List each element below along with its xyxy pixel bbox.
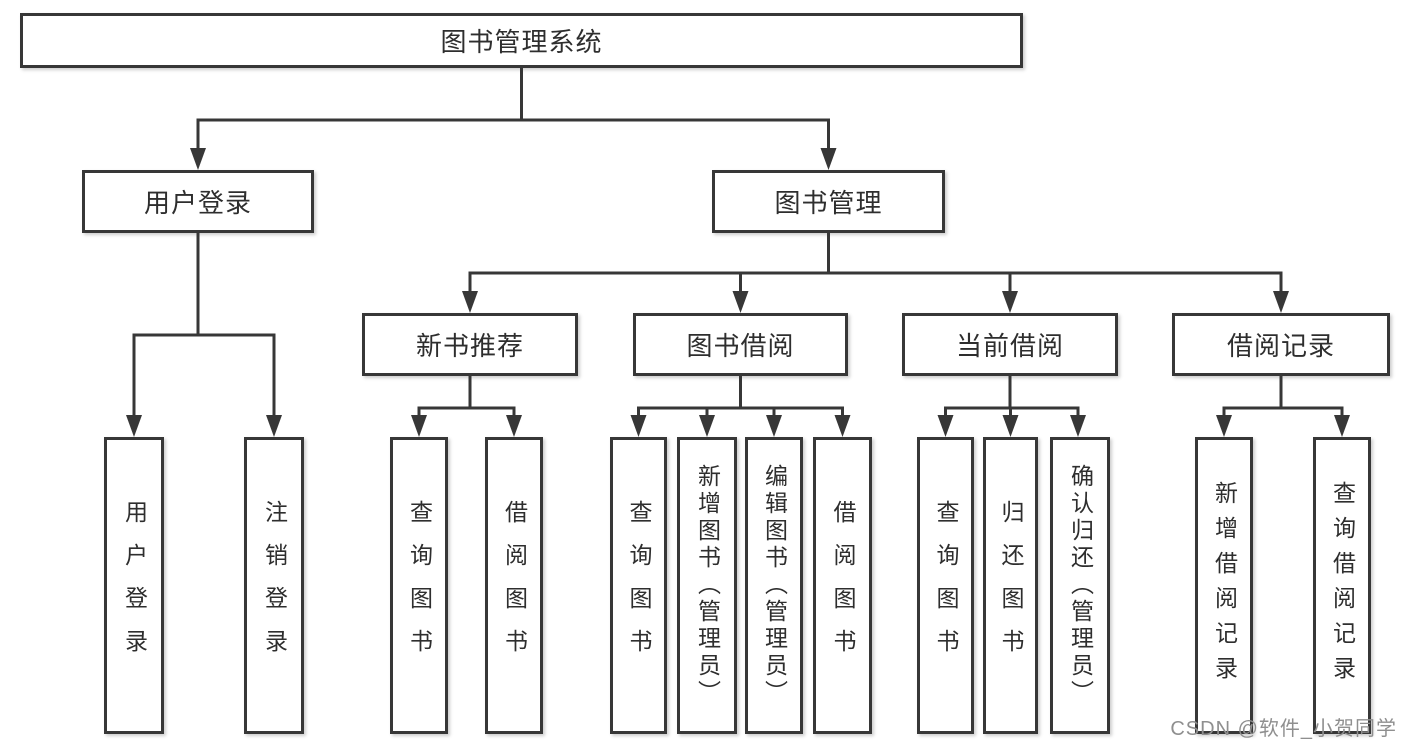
arrowhead-icon bbox=[266, 415, 282, 437]
node-user-login: 用户登录 bbox=[82, 170, 314, 233]
node-book-mgmt: 图书管理 bbox=[712, 170, 945, 233]
leaf-borrow-books-label: 借阅图书 bbox=[830, 499, 856, 672]
connector-new-books-to-leaves bbox=[411, 374, 522, 437]
connector-user-login-to-leaves bbox=[126, 231, 282, 437]
leaf-borrow-books: 借阅图书 bbox=[813, 437, 872, 734]
arrowhead-icon bbox=[411, 415, 427, 437]
leaf-edit-book-admin-label: 编辑图书（管理员） bbox=[761, 464, 788, 707]
node-book-mgmt-label: 图书管理 bbox=[774, 188, 883, 218]
leaf-confirm-return-admin: 确认归还（管理员） bbox=[1050, 437, 1110, 734]
arrowhead-icon bbox=[732, 291, 749, 313]
leaf-logout-label: 注销登录 bbox=[261, 499, 288, 672]
leaf-return-books: 归还图书 bbox=[983, 437, 1038, 734]
arrowhead-icon bbox=[506, 415, 522, 437]
leaf-return-books-label: 归还图书 bbox=[998, 499, 1024, 672]
node-root-label: 图书管理系统 bbox=[440, 27, 603, 57]
leaf-add-borrow-record-label: 新增借阅记录 bbox=[1211, 480, 1238, 691]
leaf-add-borrow-record: 新增借阅记录 bbox=[1195, 437, 1253, 734]
leaf-user-login-label: 用户登录 bbox=[121, 499, 148, 672]
leaf-new-books-borrow: 借阅图书 bbox=[485, 437, 543, 734]
leaf-current-query-books: 查询图书 bbox=[917, 437, 974, 734]
arrowhead-icon bbox=[190, 148, 206, 170]
arrowhead-icon bbox=[699, 415, 715, 437]
leaf-borrow-query-books-label: 查询图书 bbox=[626, 499, 652, 672]
arrowhead-icon bbox=[1070, 415, 1086, 437]
leaf-current-query-books-label: 查询图书 bbox=[933, 499, 959, 672]
node-current-borrow-label: 当前借阅 bbox=[955, 331, 1064, 361]
arrowhead-icon bbox=[834, 415, 851, 437]
connector-current-borrow-to-leaves bbox=[937, 374, 1086, 437]
leaf-new-books-query-label: 查询图书 bbox=[406, 499, 433, 672]
node-book-borrow: 图书借阅 bbox=[633, 313, 848, 376]
connector-root-to-level2 bbox=[190, 66, 837, 170]
watermark: CSDN @软件_小贺同学 bbox=[1170, 718, 1397, 740]
node-new-books-label: 新书推荐 bbox=[415, 331, 524, 361]
leaf-add-book-admin: 新增图书（管理员） bbox=[677, 437, 737, 734]
arrowhead-icon bbox=[630, 415, 647, 437]
arrowhead-icon bbox=[1216, 415, 1232, 437]
leaf-query-borrow-record: 查询借阅记录 bbox=[1313, 437, 1371, 734]
arrowhead-icon bbox=[766, 415, 782, 437]
leaf-logout: 注销登录 bbox=[244, 437, 304, 734]
arrowhead-icon bbox=[462, 291, 478, 313]
node-current-borrow: 当前借阅 bbox=[902, 313, 1118, 376]
connector-borrow-records-to-leaves bbox=[1216, 374, 1350, 437]
arrowhead-icon bbox=[1334, 415, 1350, 437]
leaf-edit-book-admin: 编辑图书（管理员） bbox=[745, 437, 803, 734]
leaf-user-login: 用户登录 bbox=[104, 437, 164, 734]
arrowhead-icon bbox=[126, 415, 142, 437]
arrowhead-icon bbox=[1273, 291, 1289, 313]
connector-book-borrow-to-leaves bbox=[630, 374, 851, 437]
connector-book-mgmt-to-level3 bbox=[462, 231, 1289, 313]
node-borrow-records-label: 借阅记录 bbox=[1226, 331, 1335, 361]
arrowhead-icon bbox=[820, 148, 837, 170]
leaf-add-book-admin-label: 新增图书（管理员） bbox=[694, 464, 721, 707]
arrowhead-icon bbox=[937, 415, 954, 437]
arrowhead-icon bbox=[1002, 291, 1018, 313]
node-book-borrow-label: 图书借阅 bbox=[686, 331, 795, 361]
leaf-confirm-return-admin-label: 确认归还（管理员） bbox=[1067, 464, 1094, 707]
leaf-new-books-query: 查询图书 bbox=[390, 437, 448, 734]
arrowhead-icon bbox=[1002, 415, 1019, 437]
node-user-login-label: 用户登录 bbox=[143, 188, 252, 218]
node-new-books: 新书推荐 bbox=[362, 313, 578, 376]
node-borrow-records: 借阅记录 bbox=[1172, 313, 1390, 376]
leaf-query-borrow-record-label: 查询借阅记录 bbox=[1329, 480, 1356, 691]
leaf-borrow-query-books: 查询图书 bbox=[610, 437, 667, 734]
node-root-system: 图书管理系统 bbox=[20, 13, 1023, 68]
leaf-new-books-borrow-label: 借阅图书 bbox=[501, 499, 528, 672]
